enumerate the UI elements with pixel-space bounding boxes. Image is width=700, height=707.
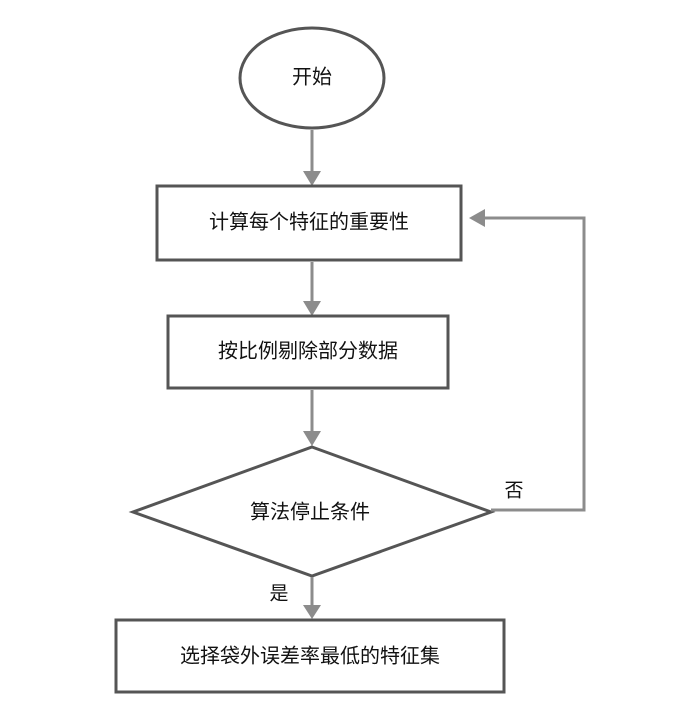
arrow-remove-to-decision	[303, 390, 321, 446]
arrow-no-loop-back	[469, 209, 586, 512]
remove-data-box	[166, 314, 450, 390]
branch-label-no: 否	[504, 480, 523, 502]
compute-importance-node: 计算每个特征的重要性	[155, 184, 463, 262]
branch-label-yes: 是	[269, 583, 288, 605]
stop-condition-diamond	[128, 445, 496, 578]
arrow-compute-to-remove	[303, 262, 321, 316]
compute-importance-box	[155, 184, 463, 262]
stop-condition-node: 算法停止条件	[128, 445, 496, 578]
arrow-yes-to-select	[303, 577, 321, 619]
select-features-box	[114, 618, 506, 694]
remove-data-node: 按比例剔除部分数据	[166, 314, 450, 390]
select-features-node: 选择袋外误差率最低的特征集	[114, 618, 506, 694]
start-ellipse	[238, 26, 386, 130]
remove-data-label: 按比例剔除部分数据	[218, 339, 398, 363]
select-features-label: 选择袋外误差率最低的特征集	[180, 644, 440, 668]
start-node: 开始	[238, 26, 386, 130]
stop-condition-label: 算法停止条件	[250, 500, 370, 524]
arrow-start-to-compute	[303, 130, 321, 186]
start-label: 开始	[292, 65, 332, 89]
compute-importance-label: 计算每个特征的重要性	[209, 210, 409, 234]
